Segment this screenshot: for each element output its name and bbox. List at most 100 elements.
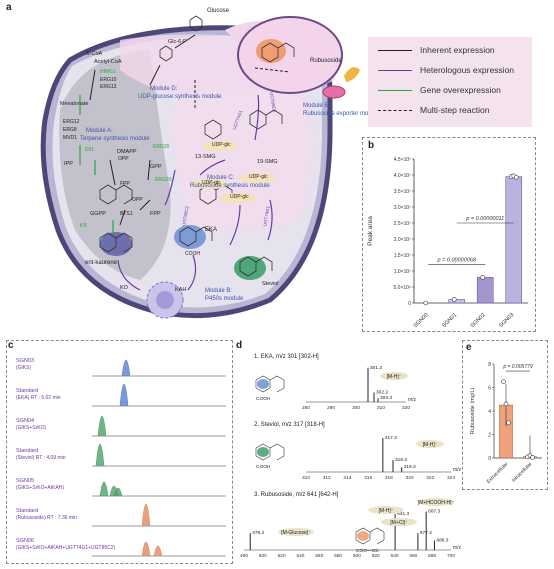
y-tick-label: 2 xyxy=(488,432,491,438)
fpp-label: FPP xyxy=(150,211,161,217)
panel-b-box xyxy=(362,137,536,332)
panel-c-chromatograms: SGN03(GlKS)Standard(EKA) RT : 5.02 minSG… xyxy=(16,358,226,557)
bts1-label: BTS1 xyxy=(120,211,133,217)
y-tick-label: 6 xyxy=(488,385,491,391)
spectrum-tick: 314 xyxy=(343,475,351,481)
spectrum-tick: 320 xyxy=(406,475,414,481)
panel-b-chart: 05.0×10⁶1.0×10⁷1.5×10⁷2.0×10⁷2.5×10⁷3.0×… xyxy=(367,157,528,329)
ion-label: [M-H]⁻ xyxy=(379,508,394,514)
data-point xyxy=(480,275,486,280)
panel-a-letter: a xyxy=(6,2,12,13)
mini-molecule-ring xyxy=(257,379,269,389)
y-tick-label: 1.0×10⁷ xyxy=(394,269,411,275)
udp-glc-3: UDP-glc xyxy=(202,180,221,186)
erg12-label: ERG12 xyxy=(63,119,80,125)
trace-sub: (GlKS+SrKO+AtKAH) xyxy=(16,485,64,491)
y-tick-label: 5.0×10⁶ xyxy=(394,285,412,291)
peak-label: 317.3 xyxy=(385,435,397,441)
trace-peak xyxy=(153,545,163,557)
ion-label: [M-Glucose]⁻ xyxy=(281,530,311,536)
group-label: COO—Glc xyxy=(356,548,380,554)
ion-badge xyxy=(418,498,454,506)
peak-label: 688.3 xyxy=(436,537,448,543)
trace-name: SGN06 xyxy=(16,538,34,544)
spectrum-tick: 312 xyxy=(323,475,331,481)
smg13-label: 13-SMG xyxy=(195,154,216,160)
legend-overexpression: Gene overexpression xyxy=(368,85,532,99)
mini-molecule xyxy=(355,527,385,545)
ko-label: KO xyxy=(120,285,128,291)
module-b-sub: P450s module xyxy=(205,296,244,302)
peak-label: 479.2 xyxy=(252,530,264,536)
ipp-label: IPP xyxy=(64,161,73,167)
module-c-region xyxy=(174,88,313,232)
multistep-arrows xyxy=(194,67,291,110)
dmapp-label: DMAPP xyxy=(117,149,137,155)
steviol-ring xyxy=(234,256,266,280)
s-coa-label: S-CoA xyxy=(86,51,103,57)
trace-peak xyxy=(95,443,105,467)
rubusoside-ring xyxy=(256,39,286,63)
legend-overexpression-line xyxy=(378,90,412,91)
data-point xyxy=(451,297,457,302)
udp-glc-badges xyxy=(192,141,275,203)
hmg1-label: tHMG1 xyxy=(100,69,116,75)
rubusoside-label: Rubusoside xyxy=(310,58,342,64)
trace-sub: (Steviol) RT : 4.09 min xyxy=(16,455,66,461)
ion-label: [M+Cl]⁻ xyxy=(390,520,408,526)
y-tick-label: 2.0×10⁷ xyxy=(394,237,411,243)
peak-label: 641.3 xyxy=(397,511,409,517)
module-d-label: Module D: xyxy=(150,86,178,92)
spectrum-tick: 310 xyxy=(377,405,385,411)
trace-sub: (GlKS+SrKO) xyxy=(16,425,46,431)
module-c-sub: Rubusoside synthesis module xyxy=(190,183,270,189)
glucose-label: Glucose xyxy=(207,8,230,14)
udp-glc-4: UDP-glc xyxy=(230,194,249,200)
cooh-label: COOH xyxy=(185,251,200,257)
panel-e-box xyxy=(462,340,548,490)
y-tick-label: 2.5×10⁷ xyxy=(394,221,411,227)
x-tick-label: Extracellular xyxy=(486,461,510,485)
spectrum-tick: 620 xyxy=(372,553,380,559)
spectrum-tick: 320 xyxy=(402,405,410,411)
spectrum-xlabel: m/z xyxy=(408,397,417,403)
spectrum-tick: 318 xyxy=(385,475,393,481)
trace-sub: (GlKS+SrKO+AtKAH+UGT74G1+UGT85C2) xyxy=(16,545,116,551)
heterologous-arrows xyxy=(117,94,273,291)
sig-label-2: p = 0.00000068 xyxy=(437,258,477,264)
trace-peak xyxy=(141,503,151,527)
spectrum-tick: 580 xyxy=(334,553,342,559)
peak-label: 687.3 xyxy=(428,509,440,515)
ion-label: [M-H]⁻ xyxy=(423,442,438,448)
legend-inherent-line xyxy=(378,50,412,51)
data-point xyxy=(423,300,429,306)
spectrum-tick: 290 xyxy=(327,405,335,411)
ent-kaurene-label: ent-kaurene xyxy=(85,260,118,266)
spectrum-tick: 540 xyxy=(296,553,304,559)
trace-name: SGN05 xyxy=(16,478,34,484)
spectrum-xlabel: m/z xyxy=(453,467,462,473)
bar-sgn01 xyxy=(448,299,466,304)
eka-label: EKA xyxy=(205,227,218,233)
mini-molecule xyxy=(255,443,285,461)
glc6p-label: Glc-6-P xyxy=(168,39,187,45)
panel-a-diagram xyxy=(40,15,360,319)
module-b-label: Module B: xyxy=(205,288,233,294)
trace-sub: (EKA) RT : 5.02 min xyxy=(16,395,61,401)
spectrum-xlabel: m/z xyxy=(453,545,462,551)
legend-multistep-label: Multi-step reaction xyxy=(420,105,490,115)
data-point xyxy=(530,455,535,460)
panel-e-letter: e xyxy=(466,342,472,353)
y-axis-label: Peak area xyxy=(367,216,374,246)
y-tick-label: 8 xyxy=(488,362,491,368)
idi1-label: IDI1 xyxy=(85,147,95,153)
y-tick-label: 3.5×10⁷ xyxy=(394,189,411,195)
bar-sgn03 xyxy=(505,176,523,304)
p450-core xyxy=(156,291,174,309)
legend-overexpression-label: Gene overexpression xyxy=(420,85,501,95)
trace-name: SGN04 xyxy=(16,418,34,424)
module-e-sub: Rubusoside exporter module xyxy=(303,111,380,117)
module-a-sub: Terpene synthesis module xyxy=(80,136,150,142)
